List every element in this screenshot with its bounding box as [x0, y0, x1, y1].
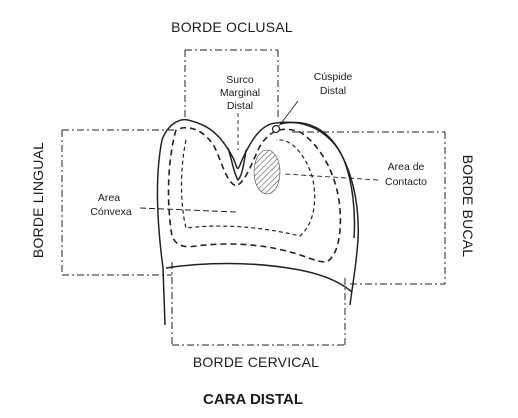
label-lingual-border: BORDE LINGUAL — [30, 142, 46, 258]
annotation-convex-area: Area Cónvexa — [90, 192, 132, 218]
buccal-border-line — [292, 132, 445, 284]
annotation-contact-area: Area de Contacto — [385, 161, 427, 188]
annotation-marginal-groove: Surco Marginal Distal — [220, 74, 260, 112]
annotation-distal-cusp: Cúspide Distal — [314, 71, 353, 97]
distal-cusp-marker — [273, 126, 280, 133]
leader-convex-area — [140, 208, 236, 212]
svg-text:Surco: Surco — [226, 74, 254, 86]
svg-text:Marginal: Marginal — [220, 87, 260, 99]
svg-text:Cúspide: Cúspide — [314, 71, 353, 83]
svg-text:Distal: Distal — [227, 100, 253, 112]
figure-title: CARA DISTAL — [203, 391, 303, 408]
convex-area-inner-contour — [182, 140, 315, 236]
label-occlusal-border: BORDE OCLUSAL — [171, 19, 293, 35]
inner-shoulder-outline — [280, 122, 355, 238]
contact-area-hatch — [254, 150, 280, 194]
cervical-line — [166, 264, 352, 293]
label-buccal-border: BORDE BUCAL — [460, 155, 476, 258]
svg-text:Cónvexa: Cónvexa — [90, 206, 132, 218]
tooth-outline — [157, 120, 358, 325]
svg-text:Contacto: Contacto — [385, 176, 427, 188]
crown-and-root-outline — [157, 120, 358, 325]
label-cervical-border: BORDE CERVICAL — [193, 354, 319, 370]
svg-text:Area de: Area de — [388, 161, 425, 173]
svg-text:Distal: Distal — [320, 85, 346, 97]
svg-text:Area: Area — [98, 192, 120, 204]
